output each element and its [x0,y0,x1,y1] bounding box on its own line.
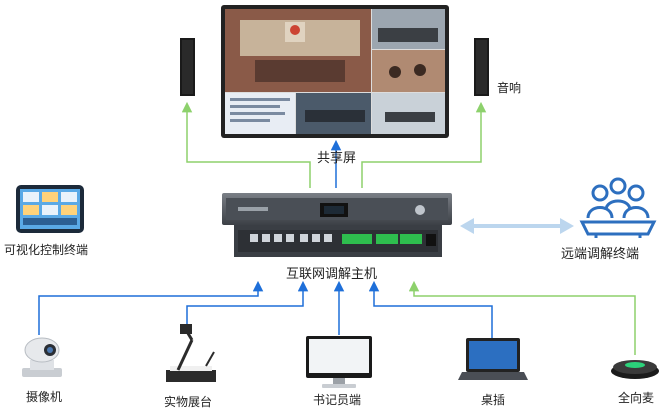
label-clerk: 书记员端 [313,393,362,407]
label-shared-screen: 共享屏 [317,151,357,166]
conference-meeting-icon [579,177,657,238]
label-document-camera: 实物展台 [164,395,213,409]
speaker-right [474,38,489,96]
ptz-camera-icon [22,337,62,377]
input-arrows [38,280,636,355]
label-camera: 摄像机 [26,390,63,404]
document-camera-icon [166,324,216,382]
desktop-monitor-icon [306,336,372,388]
label-desk-socket: 桌插 [481,393,506,407]
label-remote-terminal: 远端调解终端 [561,247,640,262]
label-omni-mic: 全向麦 [618,391,655,405]
label-visual-control: 可视化控制终端 [4,243,89,257]
omni-microphone-icon [611,360,659,379]
tablet-icon [16,185,84,233]
output-arrows [181,101,487,188]
shared-screen [221,5,449,138]
label-host: 互联网调解主机 [286,267,378,282]
laptop-icon [458,338,528,380]
host-device [222,193,452,257]
host-remote-link [460,218,574,234]
label-speaker: 音响 [497,81,522,95]
speaker-left [180,38,195,96]
